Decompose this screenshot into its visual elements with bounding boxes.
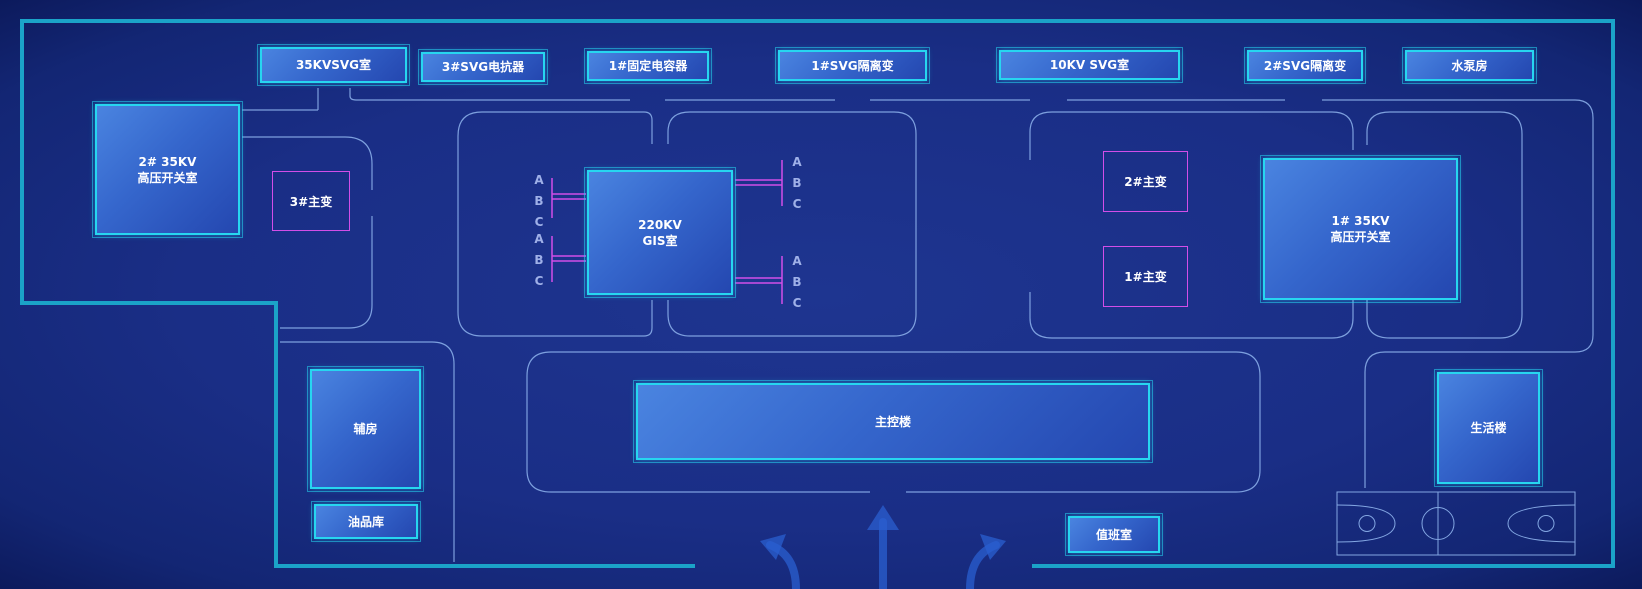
phase-label: A [792, 155, 802, 169]
phase-label: C [534, 274, 544, 288]
oil-storage-room[interactable]: 油品库 [311, 501, 421, 542]
pump-house[interactable]: 水泵房 [1402, 47, 1537, 84]
svg-10kv-room[interactable]: 10KV SVG室 [996, 47, 1183, 83]
phase-label: B [792, 176, 802, 190]
phase-label: B [534, 194, 544, 208]
phase-label: C [534, 215, 544, 229]
transformer-3[interactable]: 3#主变 [272, 171, 350, 231]
auxiliary-room[interactable]: 辅房 [307, 366, 424, 492]
main-control-building[interactable]: 主控楼 [633, 380, 1153, 463]
living-building[interactable]: 生活楼 [1434, 369, 1543, 487]
svg2-isolation-room[interactable]: 2#SVG隔离变 [1244, 47, 1366, 84]
busbars [551, 160, 783, 304]
phase-label: B [792, 275, 802, 289]
arrow-heads [760, 505, 1006, 560]
phase-label: A [534, 173, 544, 187]
phase-label: A [792, 254, 802, 268]
entrance-arrows [766, 518, 1000, 589]
boundary-wall [20, 19, 1615, 568]
phase-label: C [792, 197, 802, 211]
duty-room[interactable]: 值班室 [1065, 513, 1163, 556]
phase-label: A [534, 232, 544, 246]
svg3-reactor-room[interactable]: 3#SVG电抗器 [418, 49, 548, 85]
phase-label: B [534, 253, 544, 267]
fixed-capacitor-room[interactable]: 1#固定电容器 [584, 48, 712, 84]
transformer-1[interactable]: 1#主变 [1103, 246, 1188, 307]
road-lines [242, 88, 1594, 562]
hv-switch-room-2[interactable]: 2# 35KV 高压开关室 [92, 101, 243, 238]
hv-switch-room-1[interactable]: 1# 35KV 高压开关室 [1260, 155, 1461, 303]
transformer-2[interactable]: 2#主变 [1103, 151, 1188, 212]
gis-220kv-room[interactable]: 220KV GIS室 [584, 167, 736, 298]
basketball-court [1336, 491, 1576, 556]
phase-label: C [792, 296, 802, 310]
svg-35kv-room[interactable]: 35KVSVG室 [257, 44, 410, 86]
svg1-isolation-room[interactable]: 1#SVG隔离变 [775, 47, 930, 84]
